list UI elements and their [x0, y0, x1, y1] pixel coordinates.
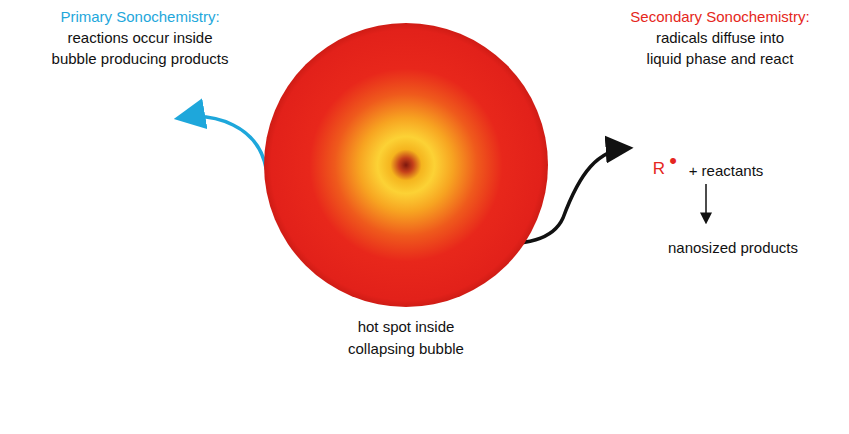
- radical-dot: •: [667, 150, 679, 171]
- radical-symbol: R: [651, 158, 667, 179]
- bubble-circle: hot spot inside collapsing bubble: [263, 22, 549, 308]
- primary-note: reactions occur inside bubble producing …: [47, 27, 233, 69]
- bubble-shape: [263, 22, 549, 308]
- reaction-arrow: [705, 184, 707, 222]
- product-label: nanosized products: [663, 237, 803, 258]
- bubble-fill: [264, 23, 548, 307]
- bubble-caption: hot spot inside collapsing bubble: [336, 316, 476, 360]
- secondary-note: radicals diffuse into liquid phase and r…: [642, 27, 798, 69]
- primary-heading: Primary Sonochemistry:: [40, 6, 240, 27]
- secondary-heading: Secondary Sonochemistry:: [610, 6, 830, 27]
- reactants-label: + reactants: [683, 160, 769, 181]
